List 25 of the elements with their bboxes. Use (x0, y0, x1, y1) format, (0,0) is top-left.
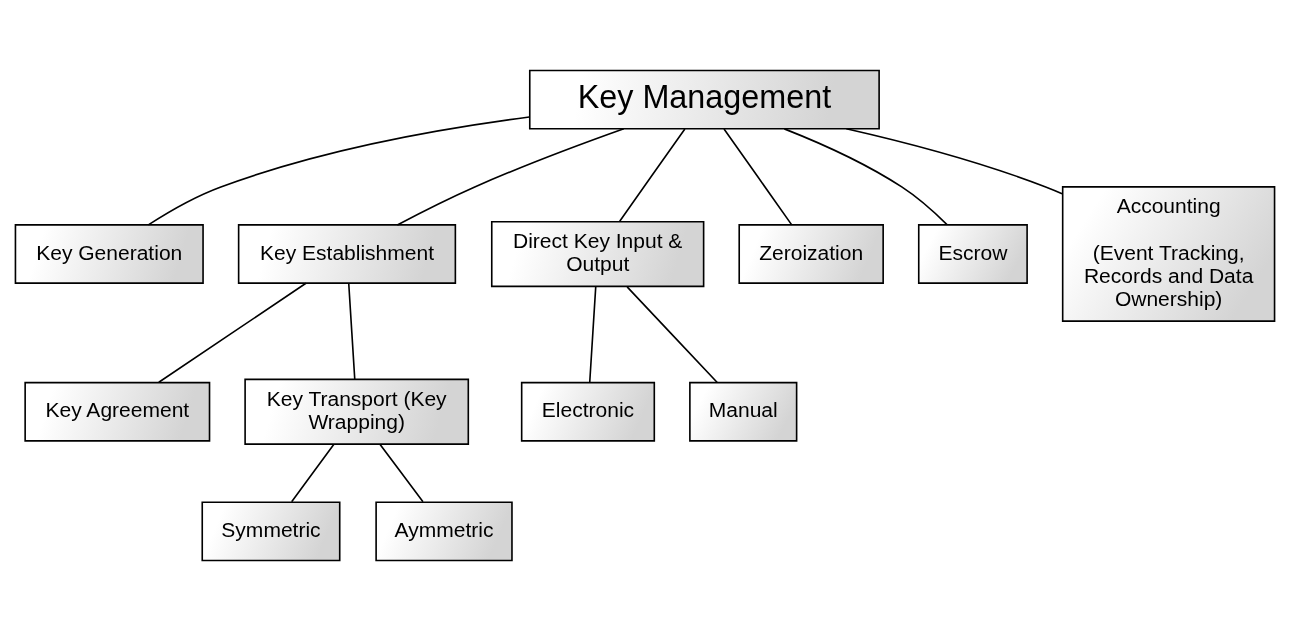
connector (379, 443, 424, 503)
connector (723, 128, 793, 226)
connector (290, 443, 335, 503)
connector (783, 128, 948, 226)
node-box: Key Management (528, 69, 880, 130)
node-box: Zeroization (738, 224, 884, 284)
node-box: Accounting (Event Tracking, Records and Data Ownership) (1061, 186, 1276, 322)
connector (396, 127, 625, 226)
connector (347, 282, 356, 380)
node-box: Symmetric (201, 501, 341, 562)
node-box: Key Agreement (24, 381, 211, 442)
node-box: Direct Key Input & Output (490, 220, 705, 288)
connector (158, 282, 307, 384)
node-box: Key Transport (Key Wrapping) (244, 378, 470, 445)
node-box: Electronic (520, 381, 656, 442)
node-box: Key Generation (14, 224, 204, 284)
connector (845, 127, 1063, 195)
connector (626, 286, 719, 384)
node-box: Escrow (917, 224, 1028, 284)
node-box: Key Establishment (237, 224, 457, 284)
connector (588, 286, 597, 384)
node-box: Manual (689, 381, 798, 442)
connector (147, 116, 531, 226)
connector (618, 128, 686, 222)
node-box: Aymmetric (375, 501, 513, 562)
